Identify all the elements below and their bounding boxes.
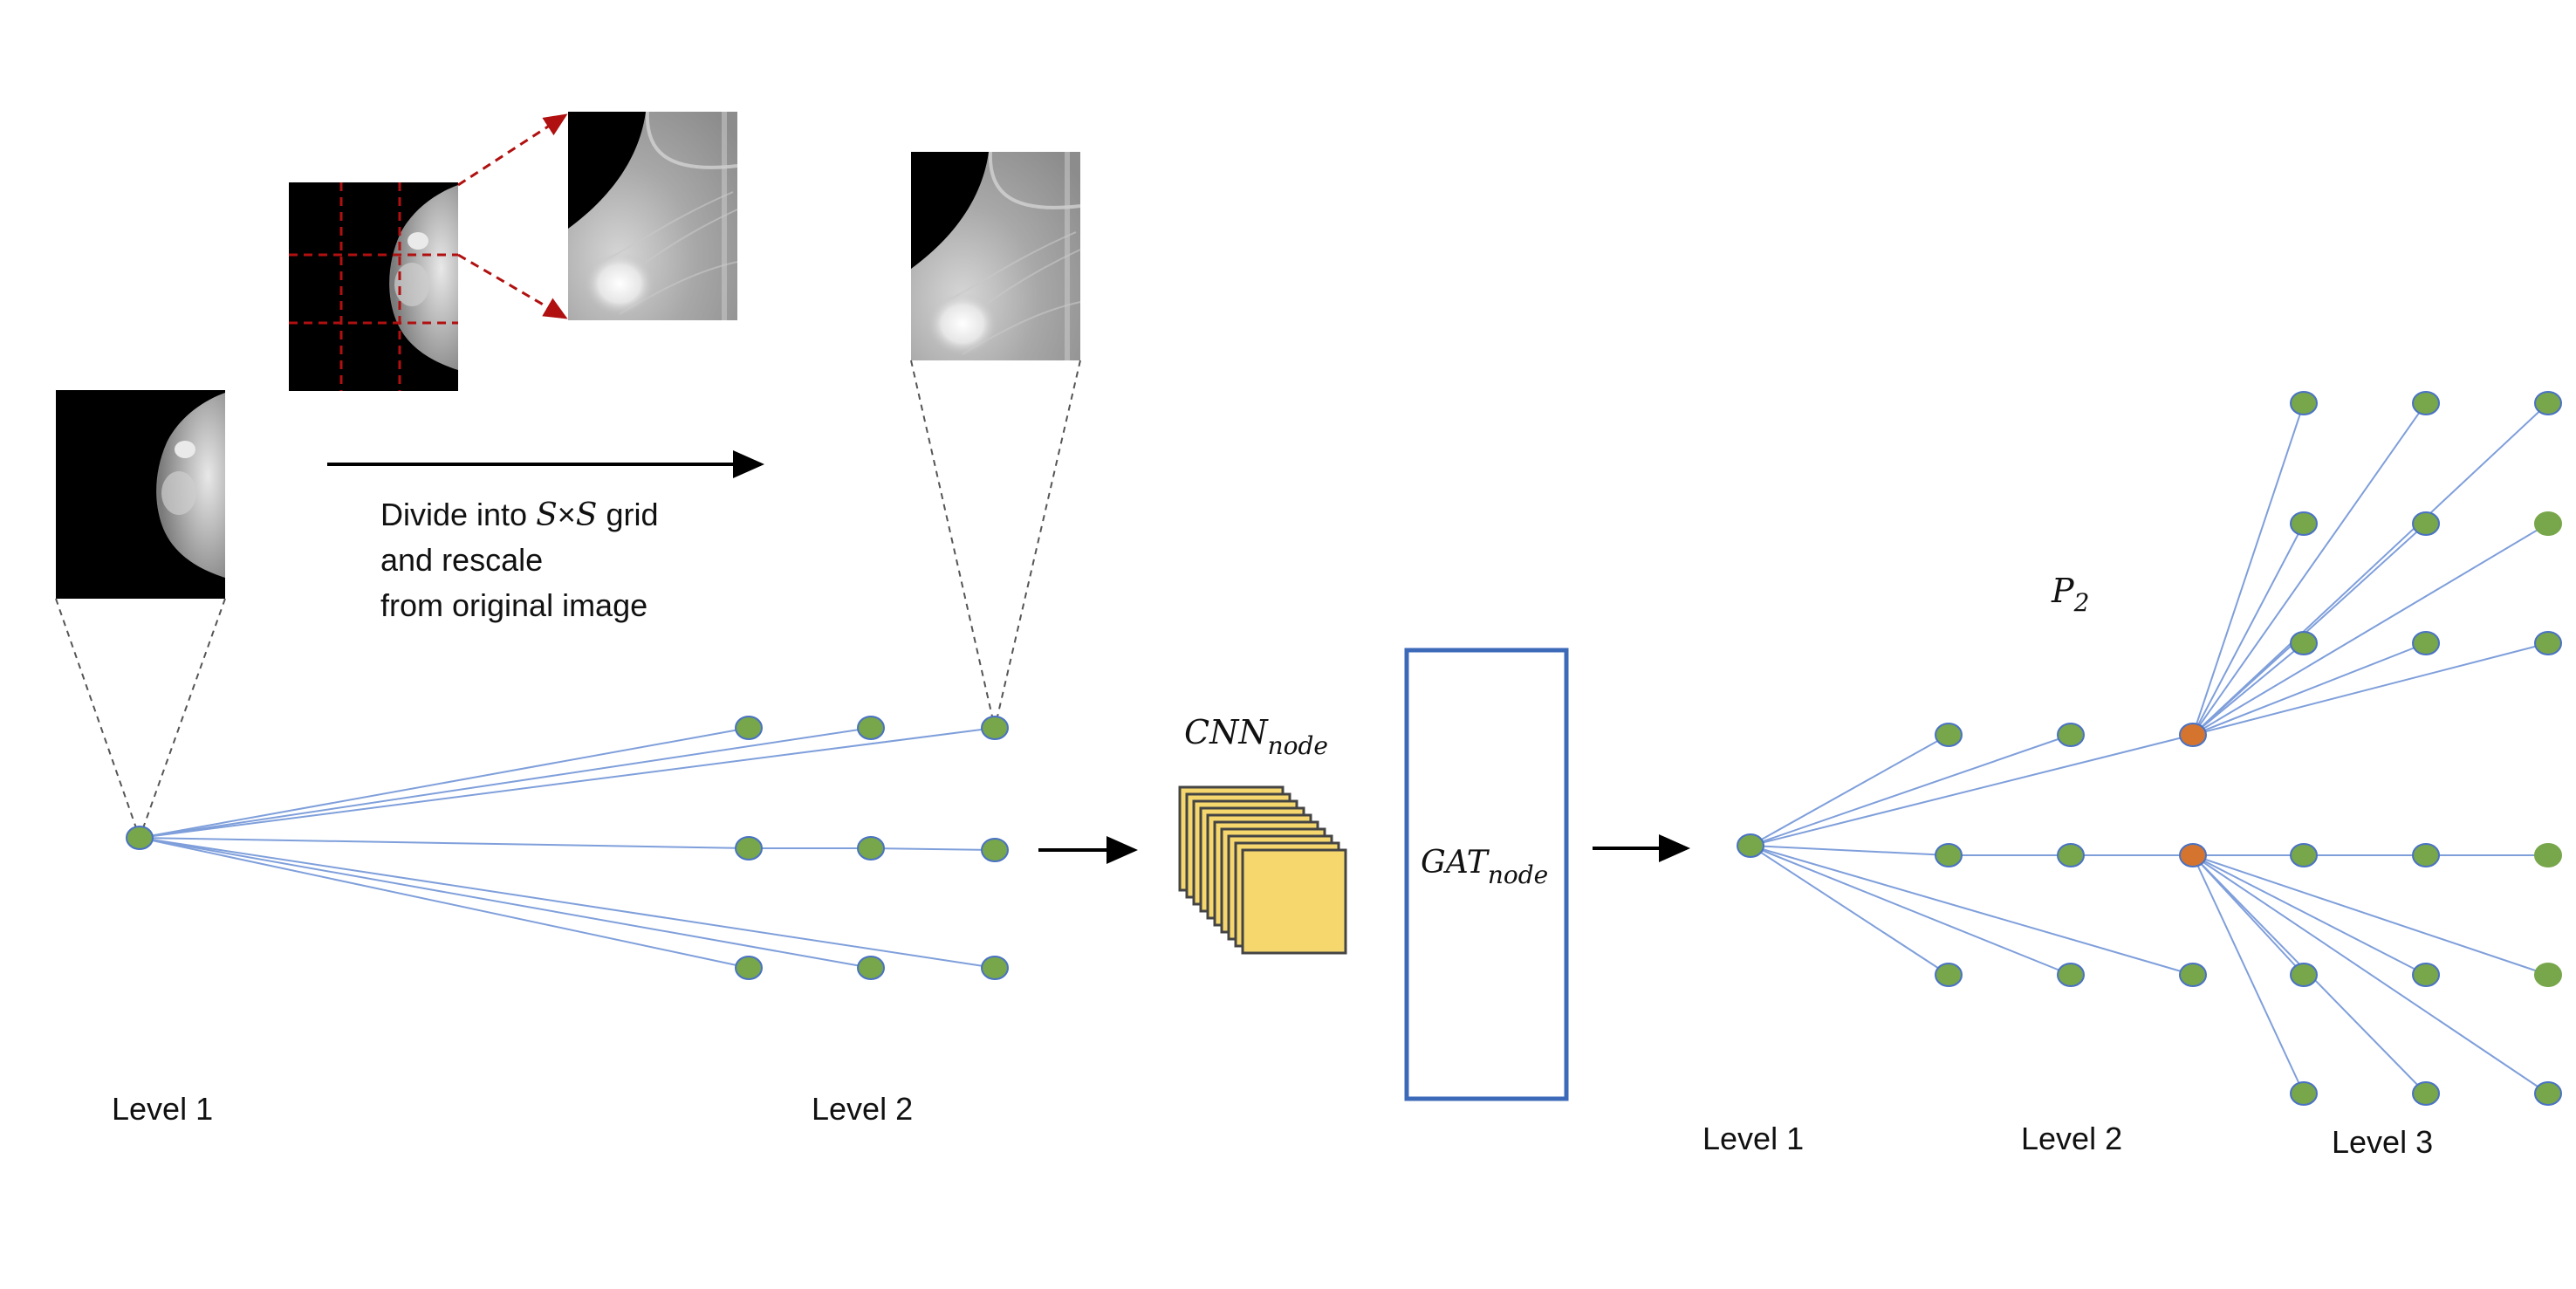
graph-node xyxy=(126,826,154,850)
zoom-arrows xyxy=(457,113,568,319)
cnn-label: CNNnode xyxy=(1184,713,1328,760)
divide-caption-line2: and rescale xyxy=(380,542,543,578)
graph-node xyxy=(1935,843,1963,867)
graph-node xyxy=(2412,963,2440,987)
mammogram-patch-rescaled xyxy=(911,151,1081,360)
left-level1-label: Level 1 xyxy=(112,1091,213,1127)
graph-node xyxy=(2534,511,2562,536)
left-graph-nodes xyxy=(126,716,1009,980)
graph-node xyxy=(2534,391,2562,415)
graph-node xyxy=(857,836,885,860)
graph-node xyxy=(2412,1081,2440,1106)
divide-caption-line3: from original image xyxy=(380,587,647,623)
mammogram-grid-image xyxy=(289,182,458,391)
graph-node xyxy=(2534,963,2562,987)
graph-node xyxy=(2179,963,2207,987)
graph-node xyxy=(2534,843,2562,867)
gat-box xyxy=(1404,648,1569,1101)
graph-node xyxy=(857,956,885,980)
graph-node xyxy=(1935,723,1963,747)
gat-label: GATnode xyxy=(1421,845,1548,889)
projection-lines xyxy=(55,360,1081,839)
graph-node xyxy=(735,716,763,740)
graph-node xyxy=(735,956,763,980)
graph-node xyxy=(981,838,1009,862)
right-level1-label: Level 1 xyxy=(1702,1121,1804,1156)
left-graph-edges xyxy=(139,727,996,969)
graph-node xyxy=(2057,723,2085,747)
divide-caption-line1: Divide into S×S grid xyxy=(380,497,659,533)
left-level2-label: Level 2 xyxy=(812,1091,913,1127)
right-graph-nodes xyxy=(1737,391,2562,1106)
cnn-stack xyxy=(1178,785,1347,955)
graph-node xyxy=(1935,963,1963,987)
right-level2-label: Level 2 xyxy=(2021,1121,2122,1156)
graph-node xyxy=(2412,511,2440,536)
graph-node xyxy=(2057,843,2085,867)
graph-node xyxy=(981,956,1009,980)
graph-node xyxy=(857,716,885,740)
graph-node xyxy=(2290,391,2318,415)
graph-node xyxy=(2290,963,2318,987)
graph-node xyxy=(2290,511,2318,536)
selected-patch-node xyxy=(2179,843,2207,867)
p2-label: P2 xyxy=(2051,572,2089,617)
graph-node xyxy=(735,836,763,860)
right-level3-label: Level 3 xyxy=(2332,1124,2433,1160)
right-graph-edges xyxy=(1750,402,2549,1094)
graph-node xyxy=(2412,391,2440,415)
graph-node xyxy=(2290,631,2318,655)
mammogram-patch-zoomed xyxy=(568,111,738,320)
right-graph-selected-nodes xyxy=(2179,723,2207,867)
graph-node xyxy=(2412,631,2440,655)
graph-node xyxy=(2534,1081,2562,1106)
graph-node xyxy=(1737,833,1764,858)
selected-patch-node xyxy=(2179,723,2207,747)
graph-node xyxy=(2290,1081,2318,1106)
graph-node xyxy=(981,716,1009,740)
graph-node xyxy=(2412,843,2440,867)
mammogram-original-image xyxy=(56,390,225,599)
graph-node xyxy=(2057,963,2085,987)
graph-node xyxy=(2534,631,2562,655)
grid-lines xyxy=(289,182,458,391)
graph-node xyxy=(2290,843,2318,867)
